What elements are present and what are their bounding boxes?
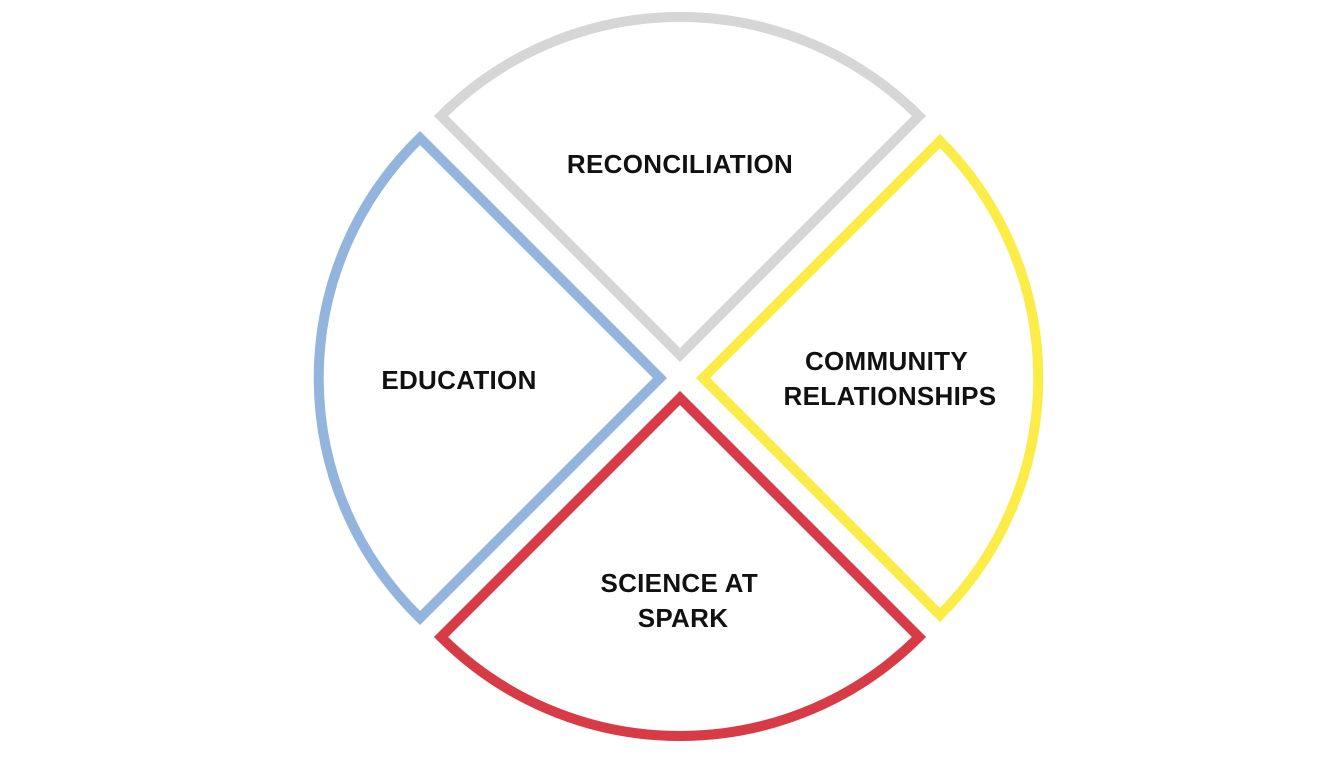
segment-education: EDUCATION bbox=[313, 130, 668, 626]
segment-education-outline bbox=[313, 130, 668, 626]
segment-science-at-spark-outline bbox=[433, 390, 927, 741]
segment-community-relationships-label: COMMUNITY RELATIONSHIPS bbox=[784, 346, 997, 411]
segment-education-label: EDUCATION bbox=[381, 365, 536, 395]
segment-community-relationships-label-line-1: COMMUNITY bbox=[805, 346, 968, 376]
segment-reconciliation-label-line-1: RECONCILIATION bbox=[567, 149, 793, 179]
segment-community-relationships-label-line-2: RELATIONSHIPS bbox=[784, 381, 997, 411]
segment-reconciliation-outline bbox=[433, 12, 927, 363]
segment-science-at-spark-label-line-1: SCIENCE AT bbox=[600, 568, 758, 598]
segment-reconciliation-label: RECONCILIATION bbox=[567, 149, 793, 179]
segment-community-relationships-outline bbox=[695, 133, 1044, 623]
segment-science-at-spark-label: SCIENCE AT SPARK bbox=[600, 568, 765, 633]
segment-reconciliation: RECONCILIATION bbox=[433, 12, 927, 363]
segment-science-at-spark: SCIENCE AT SPARK bbox=[433, 390, 927, 741]
segment-community-relationships: COMMUNITY RELATIONSHIPS bbox=[695, 133, 1044, 623]
segment-education-label-line-1: EDUCATION bbox=[381, 365, 536, 395]
segment-science-at-spark-label-line-2: SPARK bbox=[638, 603, 729, 633]
